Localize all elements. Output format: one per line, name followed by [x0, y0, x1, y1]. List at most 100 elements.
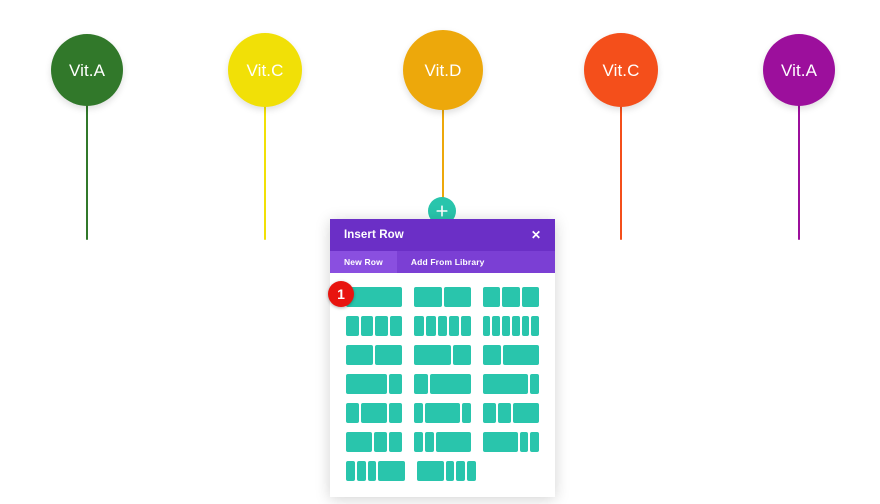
layout-option-half-quarter-quarter[interactable] [346, 432, 403, 452]
layout-column [456, 461, 466, 481]
layout-column [346, 345, 374, 365]
layout-option-third-two-thirds[interactable] [482, 345, 539, 365]
balloon-circle[interactable]: Vit.D [403, 30, 483, 110]
layout-column [346, 432, 373, 452]
layout-column [375, 345, 403, 365]
layout-column [414, 374, 428, 394]
layout-column [414, 432, 424, 452]
layout-column [452, 345, 471, 365]
layout-column [492, 316, 501, 336]
layout-column [531, 316, 539, 336]
layout-option-quarter-half-quarter[interactable] [346, 403, 403, 423]
balloon-label: Vit.A [68, 60, 106, 80]
layout-option-fifth-fifth-fifth-two-fifth[interactable] [346, 461, 405, 481]
layout-column [346, 461, 355, 481]
close-icon[interactable]: ✕ [530, 228, 541, 242]
layout-column [521, 316, 530, 336]
layout-option-two-fifth-fifth-fifth-fifth[interactable] [417, 461, 476, 481]
layout-grid-row [346, 287, 539, 307]
row-layout-grid [346, 287, 539, 481]
layout-column [502, 287, 520, 307]
tab-add-from-library[interactable]: Add From Library [396, 251, 555, 273]
layout-column [361, 403, 388, 423]
layout-option-half-sixth-sixth[interactable] [482, 432, 539, 452]
layout-column [449, 316, 460, 336]
modal-title: Insert Row [344, 229, 404, 241]
layout-grid-row [346, 403, 539, 423]
layout-column [389, 403, 403, 423]
layout-column [445, 461, 455, 481]
modal-header: Insert Row ✕ [330, 219, 555, 251]
layout-column [502, 345, 539, 365]
layout-column [346, 403, 360, 423]
layout-column [360, 316, 374, 336]
layout-column [467, 461, 476, 481]
tab-new-row[interactable]: New Row [330, 251, 397, 273]
layout-column [529, 374, 539, 394]
layout-option-5-column-equal[interactable] [414, 316, 471, 336]
layout-column [482, 374, 528, 394]
layout-grid-row [346, 461, 539, 481]
layout-column [414, 316, 424, 336]
layout-column [511, 316, 520, 336]
layout-option-quarter-quarter-half[interactable] [482, 403, 539, 423]
layout-column [375, 316, 388, 336]
layout-column [461, 403, 471, 423]
layout-option-6-column-equal[interactable] [482, 316, 539, 336]
balloon-label: Vit.D [424, 60, 462, 80]
balloon-circle[interactable]: Vit.C [228, 33, 302, 107]
layout-column [417, 461, 444, 481]
layout-option-three-quarter-quarter[interactable] [346, 374, 403, 394]
layout-column [482, 345, 501, 365]
layout-column [374, 432, 388, 452]
layout-column [414, 287, 442, 307]
layout-column [389, 316, 403, 336]
balloon-stem [264, 101, 266, 240]
layout-column [414, 403, 424, 423]
layout-option-3-column-equal[interactable] [482, 287, 539, 307]
modal-body [330, 273, 555, 497]
balloon-stem [620, 101, 622, 240]
layout-option-two-thirds-third[interactable] [414, 345, 471, 365]
layout-grid-row [346, 374, 539, 394]
layout-column [482, 316, 491, 336]
layout-column [356, 461, 366, 481]
layout-option-quarter-three-quarter[interactable] [414, 374, 471, 394]
layout-option-1-column[interactable] [346, 287, 403, 307]
balloon-circle[interactable]: Vit.A [763, 34, 835, 106]
layout-option-fifth-fifth-three-fifth[interactable] [414, 432, 471, 452]
layout-column [346, 287, 403, 307]
layout-column [502, 316, 510, 336]
balloon-circle[interactable]: Vit.A [51, 34, 123, 106]
layout-grid-row [346, 316, 539, 336]
layout-column [482, 403, 496, 423]
layout-column [512, 403, 539, 423]
layout-column [437, 316, 448, 336]
plus-icon [436, 205, 448, 217]
balloon-label: Vit.C [602, 60, 640, 80]
layout-column [389, 432, 403, 452]
layout-column [346, 374, 387, 394]
layout-option-half-half[interactable] [346, 345, 403, 365]
layout-column [461, 316, 471, 336]
layout-column [530, 432, 539, 452]
layout-column [425, 432, 434, 452]
balloon-stem [798, 100, 800, 240]
layout-column [435, 432, 471, 452]
layout-column [425, 403, 460, 423]
layout-option-four-fifth-fifth[interactable] [482, 374, 539, 394]
layout-option-4-column-equal[interactable] [346, 316, 403, 336]
layout-grid-row [346, 432, 539, 452]
layout-option-fifth-three-fifth-fifth[interactable] [414, 403, 471, 423]
balloon-stem [442, 104, 444, 240]
layout-column [443, 287, 471, 307]
layout-option-2-column-equal[interactable] [414, 287, 471, 307]
layout-column [388, 374, 403, 394]
layout-column [521, 287, 539, 307]
balloon-circle[interactable]: Vit.C [584, 33, 658, 107]
layout-column [414, 345, 451, 365]
balloon-label: Vit.A [780, 60, 818, 80]
